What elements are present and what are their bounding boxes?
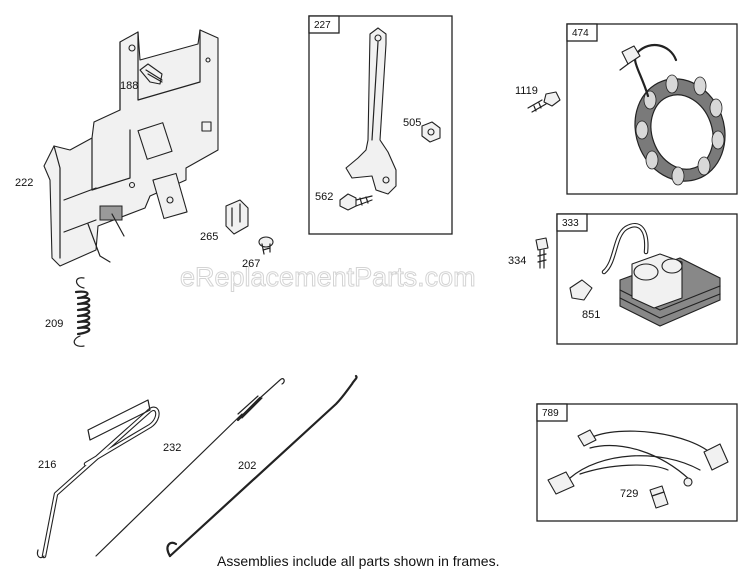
spring-209-part[interactable]	[73, 277, 91, 347]
label-232: 232	[163, 442, 181, 454]
rod-216-part[interactable]	[36, 399, 160, 559]
frame-789: 789	[536, 403, 738, 522]
watermark-text: eReplacementParts.com	[180, 262, 476, 292]
frame-227-label: 227	[314, 20, 331, 31]
label-188: 188	[120, 80, 138, 92]
control-bracket-part[interactable]	[43, 29, 219, 267]
frame-333-label: 333	[562, 218, 579, 229]
label-1119: 1119	[515, 85, 538, 97]
label-851: 851	[582, 309, 600, 321]
caption-text: Assemblies include all parts shown in fr…	[217, 553, 499, 569]
label-267: 267	[242, 258, 260, 270]
label-334: 334	[508, 255, 526, 267]
frame-789-label: 789	[542, 408, 559, 419]
nut-505-part[interactable]	[421, 121, 441, 143]
screw-267-part[interactable]	[258, 236, 274, 255]
alternator-stator-part[interactable]	[619, 43, 739, 194]
rod-202-part[interactable]	[166, 374, 358, 558]
clip-265-part[interactable]	[225, 199, 249, 235]
label-209: 209	[45, 318, 63, 330]
screw-334-part[interactable]	[535, 237, 549, 269]
label-222: 222	[15, 177, 33, 189]
frame-474-label: 474	[572, 28, 589, 39]
governor-lever-part[interactable]	[345, 27, 397, 195]
label-729: 729	[620, 488, 638, 500]
screw-562-part[interactable]	[339, 193, 373, 211]
cable-232-part[interactable]	[95, 378, 285, 557]
label-505: 505	[403, 117, 421, 129]
label-202: 202	[238, 460, 256, 472]
label-216: 216	[38, 459, 56, 471]
wire-harness-part[interactable]	[547, 429, 729, 495]
label-562: 562	[315, 191, 333, 203]
bolt-188-part[interactable]	[139, 63, 163, 85]
ignition-coil-part[interactable]	[569, 223, 721, 327]
connector-729-part[interactable]	[649, 485, 669, 509]
label-265: 265	[200, 231, 218, 243]
screw-1119-part[interactable]	[527, 91, 561, 113]
